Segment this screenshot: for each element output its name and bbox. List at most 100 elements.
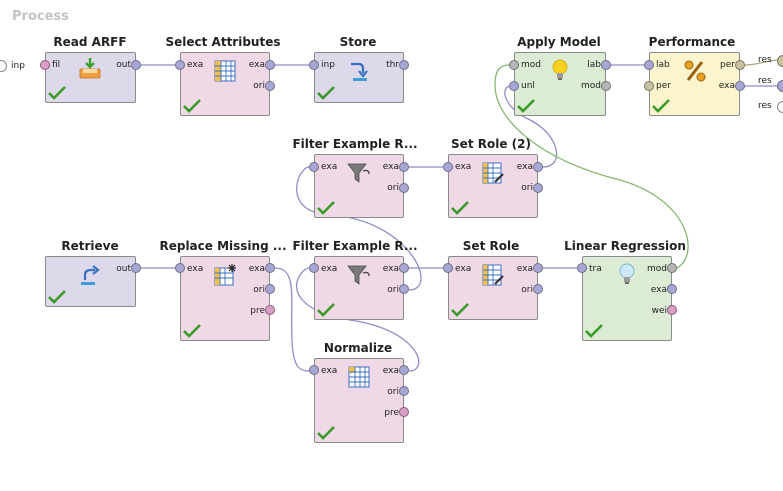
normalize-ori-port[interactable]	[399, 386, 409, 396]
linear-regression-out2-label: exa	[650, 285, 667, 295]
store-out-port[interactable]	[399, 60, 409, 70]
normalize-pre-port[interactable]	[399, 407, 409, 417]
status-ok-icon	[48, 290, 66, 304]
normalize-out3-label: pre	[384, 408, 399, 418]
normalize-out1-label: exa	[382, 366, 399, 376]
normalize-in-label: exa	[321, 366, 338, 376]
lightbulb-icon	[552, 59, 568, 80]
apply-model-operator[interactable]: mod unl lab mod	[514, 52, 606, 116]
replace-missing-pre-port[interactable]	[265, 305, 275, 315]
performance-title: Performance	[648, 35, 736, 49]
read-arff-out-label: out	[116, 60, 131, 70]
linear-regression-title: Linear Regression	[564, 239, 686, 253]
filter-examples-1-out-port[interactable]	[399, 162, 409, 172]
filter-examples-2-in-port[interactable]	[309, 263, 319, 273]
performance-out2-label: exa	[718, 81, 735, 91]
select-attributes-title: Select Attributes	[165, 35, 281, 49]
read-arff-file-port[interactable]	[40, 60, 50, 70]
process-title: Process	[12, 9, 69, 24]
apply-model-lab-out-port[interactable]	[601, 60, 611, 70]
performance-lab-in-port[interactable]	[644, 60, 654, 70]
status-ok-icon	[317, 426, 335, 440]
replace-missing-operator[interactable]: exa exa ori pre	[180, 256, 270, 341]
set-role-ori-port[interactable]	[533, 284, 543, 294]
linear-regression-out3-label: wei	[651, 306, 667, 316]
replace-missing-title: Replace Missing ...	[159, 239, 287, 253]
replace-missing-ori-port[interactable]	[265, 284, 275, 294]
store-arrow-icon	[351, 62, 368, 81]
set-role-2-in-port[interactable]	[443, 162, 453, 172]
select-attributes-in-port[interactable]	[175, 60, 185, 70]
funnel-filter-icon	[347, 265, 370, 285]
set-role-in-label: exa	[455, 264, 472, 274]
linear-regression-exa-port[interactable]	[667, 284, 677, 294]
set-role-2-operator[interactable]: exa exa ori	[448, 154, 538, 218]
apply-model-out2-label: mod	[581, 81, 601, 91]
select-attributes-out2-label: ori	[253, 81, 265, 91]
replace-missing-in-port[interactable]	[175, 263, 185, 273]
select-attributes-out-port[interactable]	[265, 60, 275, 70]
process-result-port-1[interactable]	[777, 55, 783, 67]
table-edit-icon	[482, 264, 504, 286]
linear-regression-wei-port[interactable]	[667, 305, 677, 315]
status-ok-icon	[48, 86, 66, 100]
performance-operator[interactable]: lab per per exa	[649, 52, 740, 116]
set-role-2-out-port[interactable]	[533, 162, 543, 172]
replace-missing-out-port[interactable]	[265, 263, 275, 273]
filter-examples-2-ori-port[interactable]	[399, 284, 409, 294]
linear-regression-mod-port[interactable]	[667, 263, 677, 273]
select-attributes-ori-port[interactable]	[265, 81, 275, 91]
filter-examples-1-in-port[interactable]	[309, 162, 319, 172]
filter-examples-2-out-port[interactable]	[399, 263, 409, 273]
read-arff-operator[interactable]: fil out	[45, 52, 136, 103]
filter-examples-1-ori-port[interactable]	[399, 183, 409, 193]
process-result-port-label-2: res	[758, 76, 772, 86]
set-role-2-in-label: exa	[455, 162, 472, 172]
apply-model-mod-in-port[interactable]	[509, 60, 519, 70]
retrieve-operator[interactable]: out	[45, 256, 136, 307]
process-result-port-2[interactable]	[777, 80, 783, 92]
set-role-2-title: Set Role (2)	[451, 137, 531, 151]
set-role-title: Set Role	[462, 239, 520, 253]
linear-regression-operator[interactable]: tra mod exa wei	[582, 256, 672, 341]
status-ok-icon	[451, 303, 469, 317]
apply-model-title: Apply Model	[517, 35, 601, 49]
set-role-2-out2-label: ori	[521, 183, 533, 193]
apply-model-mod-out-port[interactable]	[601, 81, 611, 91]
apply-model-unl-in-port[interactable]	[509, 81, 519, 91]
store-out-label: thr	[386, 60, 399, 70]
retrieve-arrow-icon	[81, 265, 100, 285]
process-result-port-3[interactable]	[777, 101, 783, 113]
wire-replace-to-normalize	[274, 267, 310, 372]
set-role-in-port[interactable]	[443, 263, 453, 273]
process-input-port[interactable]	[0, 60, 7, 72]
select-attributes-in-label: exa	[187, 60, 204, 70]
store-operator[interactable]: inp thr	[314, 52, 404, 103]
performance-per-out-port[interactable]	[735, 60, 745, 70]
replace-missing-out2-label: ori	[253, 285, 265, 295]
normalize-in-port[interactable]	[309, 365, 319, 375]
linear-regression-tra-port[interactable]	[577, 263, 587, 273]
store-in-port[interactable]	[309, 60, 319, 70]
linear-regression-out1-label: mod	[647, 264, 667, 274]
apply-model-in1-label: mod	[521, 60, 541, 70]
retrieve-out-port[interactable]	[131, 263, 141, 273]
filter-examples-1-operator[interactable]: exa exa ori	[314, 154, 404, 218]
status-ok-icon	[183, 99, 201, 113]
performance-exa-out-port[interactable]	[735, 81, 745, 91]
filter-examples-1-out1-label: exa	[382, 162, 399, 172]
filter-examples-1-title: Filter Example R...	[292, 137, 418, 151]
import-data-icon	[79, 58, 101, 79]
normalize-operator[interactable]: exa exa ori pre	[314, 358, 404, 443]
set-role-2-ori-port[interactable]	[533, 183, 543, 193]
filter-examples-1-out2-label: ori	[387, 183, 399, 193]
attribute-table-icon	[214, 60, 236, 82]
read-arff-out-port[interactable]	[131, 60, 141, 70]
set-role-operator[interactable]: exa exa ori	[448, 256, 538, 320]
normalize-out-port[interactable]	[399, 365, 409, 375]
filter-examples-2-operator[interactable]: exa exa ori	[314, 256, 404, 320]
performance-per-in-port[interactable]	[644, 81, 654, 91]
set-role-out-port[interactable]	[533, 263, 543, 273]
select-attributes-operator[interactable]: exa exa ori	[180, 52, 270, 116]
